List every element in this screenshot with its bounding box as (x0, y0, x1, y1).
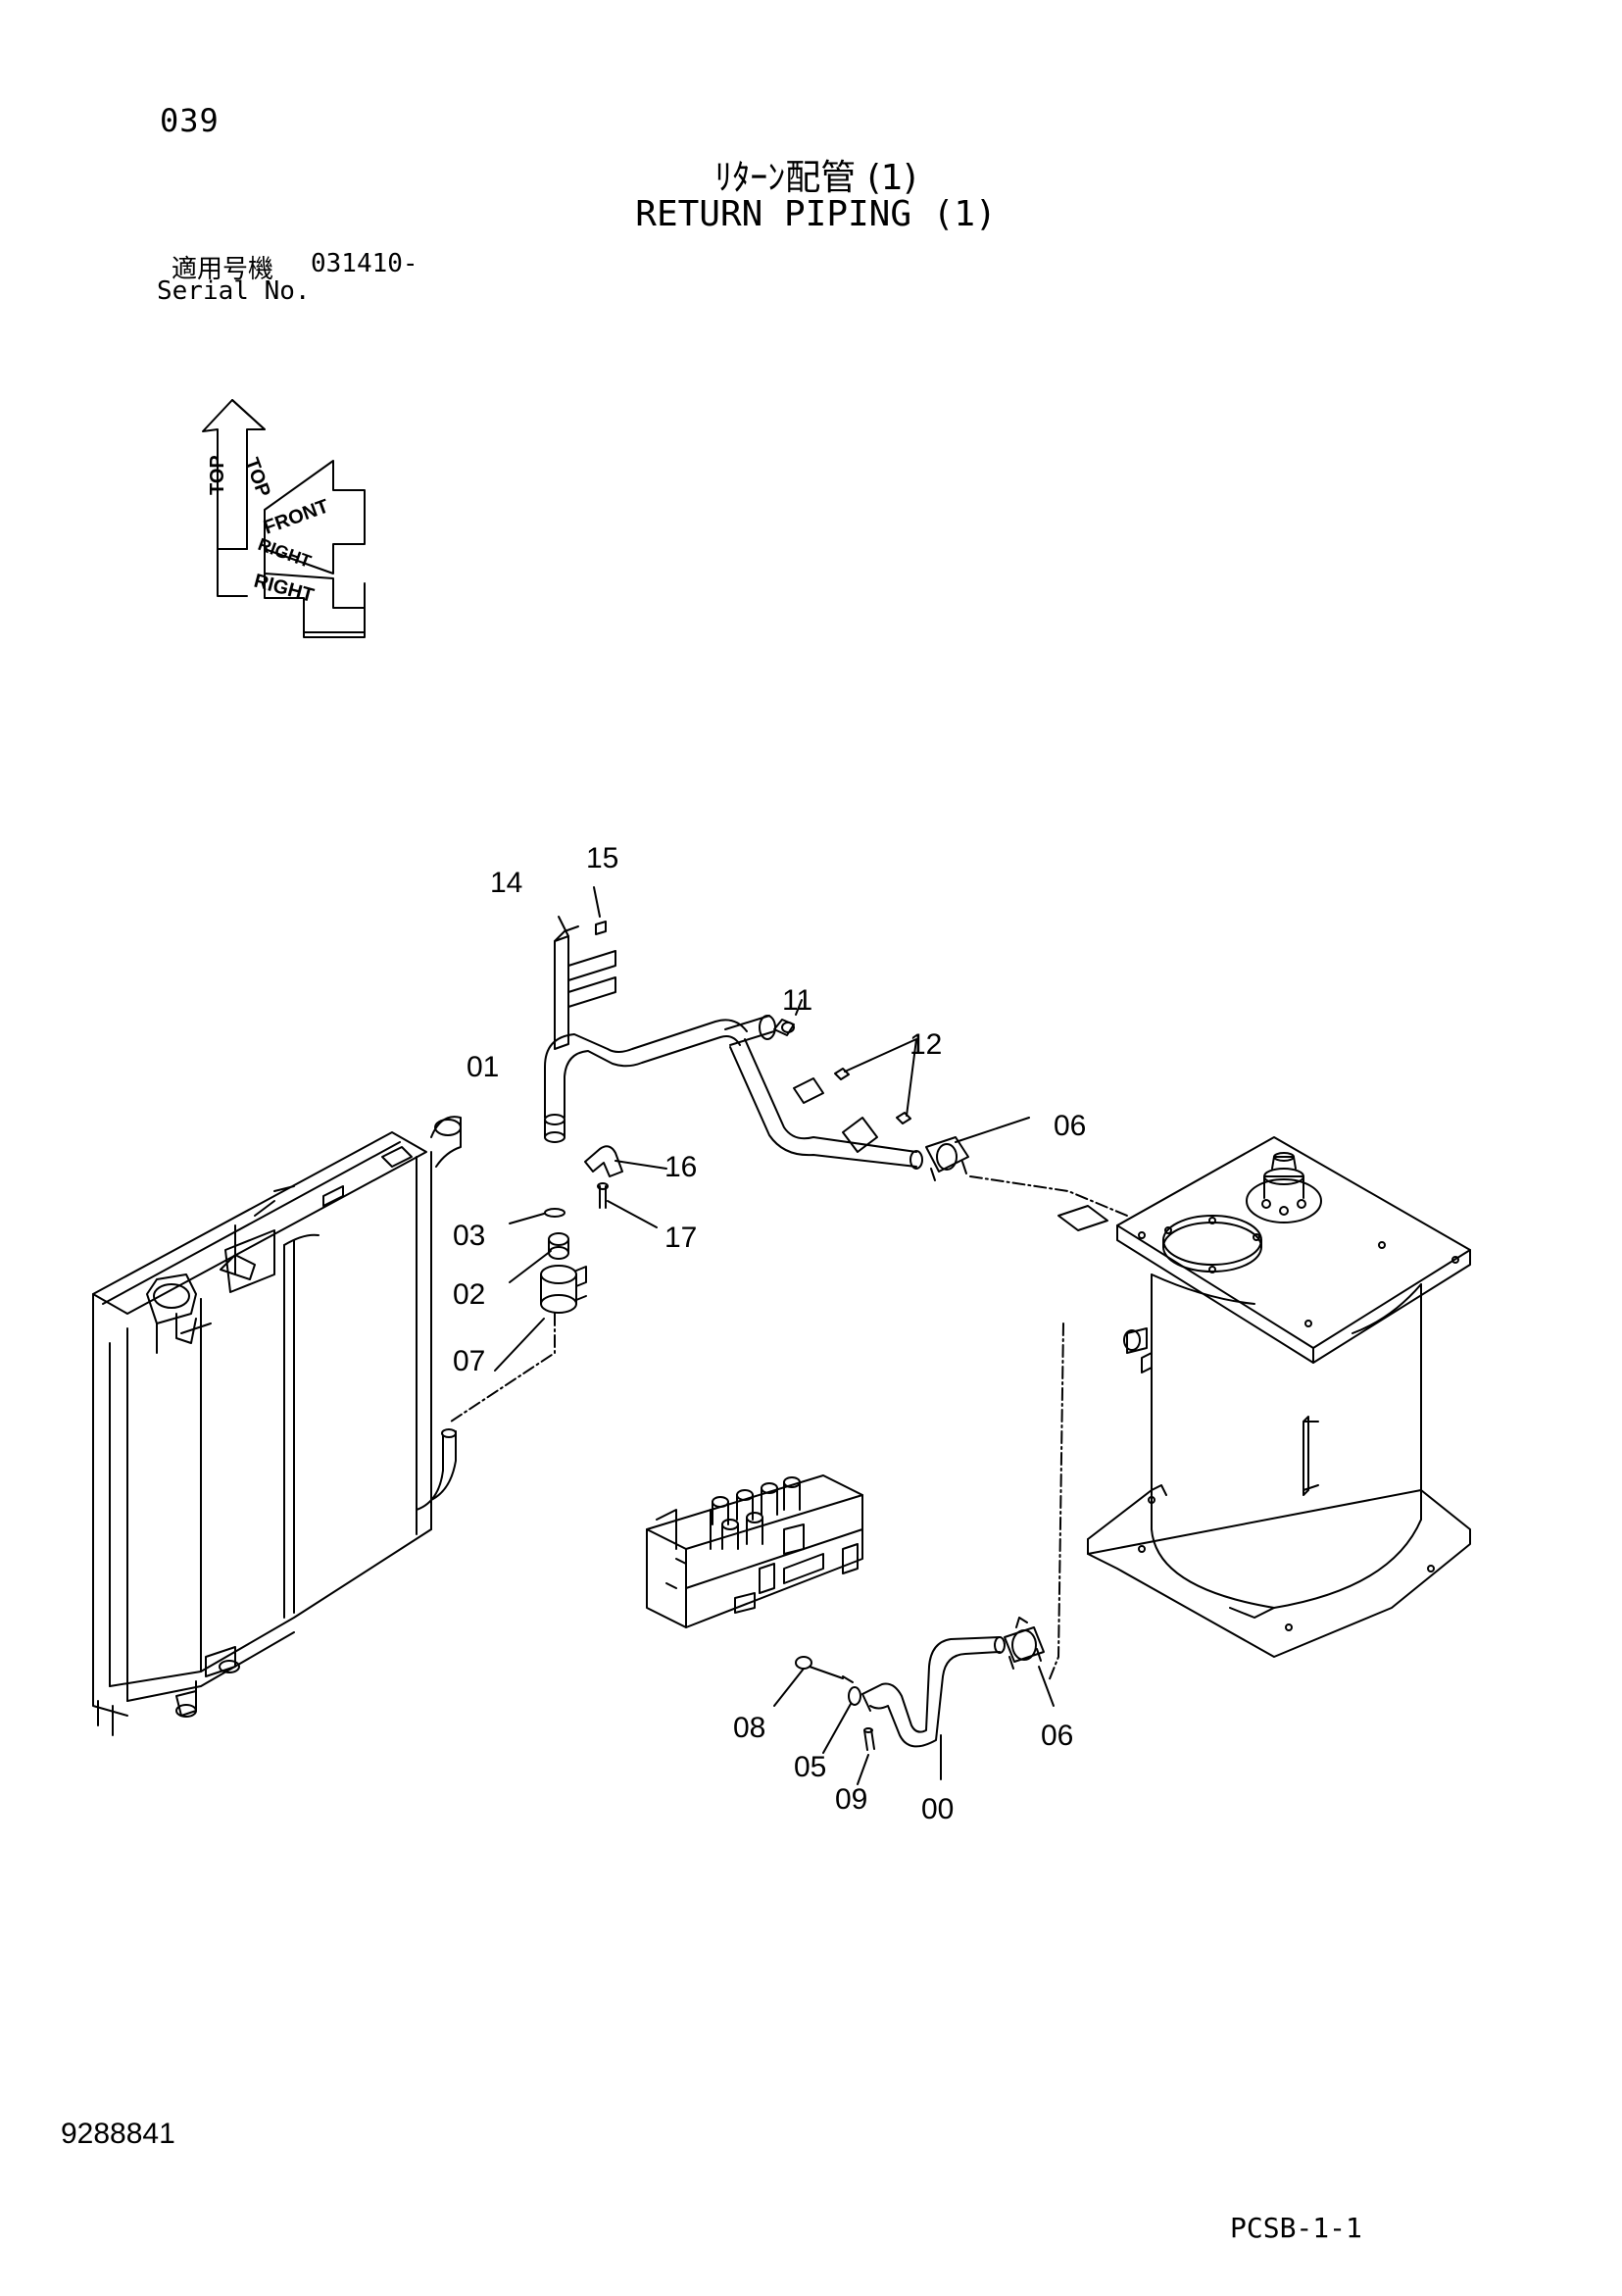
orientation-label-top: TOP (207, 455, 228, 495)
bracket-part-14 (554, 925, 616, 1050)
title-japanese: ﾘﾀｰﾝ配管 (1) (714, 158, 917, 198)
callout-11: 11 (782, 984, 812, 1017)
flange-part-02 (548, 1232, 569, 1260)
leader-12 (844, 1038, 917, 1117)
leader-07 (494, 1318, 545, 1372)
callout-06-top: 06 (1054, 1110, 1086, 1142)
leader-16 (614, 1160, 667, 1170)
oring-part-05 (848, 1686, 861, 1706)
leader-14 (558, 916, 569, 937)
plug-part-11 (773, 1019, 795, 1036)
centerline-tank-top (969, 1175, 1128, 1217)
hydraulic-tank (1057, 1136, 1471, 1658)
callout-00: 00 (921, 1793, 954, 1825)
leader-09 (857, 1754, 869, 1785)
callout-15: 15 (586, 842, 618, 874)
document-number: 9288841 (61, 2118, 175, 2150)
serial-label-japanese: 適用号機 (172, 255, 274, 284)
clip-part-16 (584, 1145, 623, 1177)
callout-05: 05 (794, 1751, 826, 1783)
bolt-part-09 (863, 1727, 875, 1751)
leader-06-top (955, 1117, 1030, 1143)
callout-14: 14 (490, 867, 522, 899)
centerline-radiator (450, 1313, 556, 1423)
leader-03 (509, 1213, 545, 1224)
title-english: RETURN PIPING (1) (635, 194, 997, 234)
clamp-part-07 (540, 1265, 587, 1314)
clamp-part-06-top (925, 1136, 969, 1181)
bolt-part-15 (593, 886, 607, 935)
orientation-glyph: TOP TOP FRONT RIGHT RIGHT (202, 399, 366, 638)
fitting-part-08 (795, 1656, 854, 1683)
leader-02 (509, 1250, 552, 1283)
leader-05 (822, 1703, 852, 1754)
leader-08 (773, 1668, 805, 1707)
callout-08: 08 (733, 1712, 765, 1744)
callout-03: 03 (453, 1220, 485, 1252)
serial-label-english: Serial No. (157, 276, 311, 306)
serial-value: 031410- (311, 249, 418, 278)
callout-09: 09 (835, 1783, 867, 1816)
callout-07: 07 (453, 1345, 485, 1377)
bolt-part-17 (597, 1182, 609, 1209)
page-number: 039 (160, 102, 220, 139)
callout-01: 01 (467, 1051, 499, 1083)
centerline-tank-bottom (1048, 1323, 1064, 1682)
pipe-part-00 (861, 1636, 1006, 1748)
nut-part-12 (834, 1068, 911, 1124)
leader-11 (795, 999, 803, 1016)
clamp-part-06-bottom (1004, 1617, 1045, 1670)
orientation-label-front: FRONT (261, 495, 331, 538)
callout-17: 17 (664, 1222, 697, 1254)
callout-06-bottom: 06 (1041, 1720, 1073, 1752)
control-valve (646, 1474, 863, 1628)
leader-06-bottom (1038, 1666, 1055, 1707)
orientation-label-top-2: TOP (240, 455, 274, 500)
radiator-assembly (92, 1116, 462, 1736)
callout-12: 12 (909, 1028, 942, 1061)
pipe-part-01 (544, 1015, 923, 1170)
page-code: PCSB-1-1 (1230, 2212, 1362, 2244)
callout-02: 02 (453, 1278, 485, 1311)
leader-17 (607, 1200, 658, 1228)
oring-part-03 (544, 1208, 565, 1218)
callout-16: 16 (664, 1151, 697, 1183)
